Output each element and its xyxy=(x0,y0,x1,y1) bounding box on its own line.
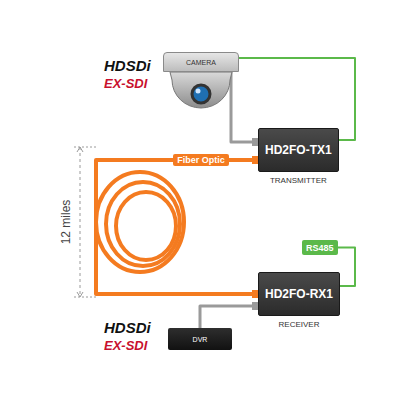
dimension-label: 12 miles xyxy=(59,200,73,245)
rs485-wire xyxy=(338,248,355,287)
camera-lens xyxy=(192,85,210,103)
node-title: HD2FO-TX1 xyxy=(265,143,332,157)
signal-tag: RS485 xyxy=(302,240,338,255)
node-shape: CAMERA xyxy=(163,52,239,72)
node-shape: HD2FO-RX1 xyxy=(258,272,340,316)
node-caption: RECEIVER xyxy=(258,320,340,329)
brand-logo: EX-SDI xyxy=(104,76,147,91)
node-title: CAMERA xyxy=(186,59,216,66)
dimension-line xyxy=(80,147,81,297)
node-title: RS485 xyxy=(306,243,334,253)
dome-shell xyxy=(170,72,232,108)
brand-logo: EX-SDI xyxy=(104,338,147,353)
dimension-arrow xyxy=(77,147,83,152)
dimension-arrow xyxy=(77,292,83,297)
camera-body: CAMERA xyxy=(163,52,239,72)
lens-glint xyxy=(196,89,201,94)
video-cable xyxy=(200,306,258,328)
coil-loop xyxy=(96,172,184,272)
coil-loop xyxy=(116,192,176,260)
dimension-tick xyxy=(74,297,96,298)
coil-loop xyxy=(106,182,180,266)
node-shape: RS485 xyxy=(302,240,338,255)
dimension-tick xyxy=(74,147,96,148)
node-caption: TRANSMITTER xyxy=(258,176,339,185)
fiber-cable xyxy=(96,160,258,294)
cable-label: Fiber Optic xyxy=(173,154,229,166)
video-cable xyxy=(231,72,258,142)
fiber-coil xyxy=(96,172,184,272)
dimension-12-miles xyxy=(74,147,96,297)
node-shape: DVR xyxy=(168,328,232,350)
node-shape: HD2FO-TX1 xyxy=(258,128,339,172)
camera-dome xyxy=(170,72,232,108)
brand-logo: HDSDi xyxy=(104,319,151,336)
node-title: DVR xyxy=(193,336,208,343)
receiver-unit: HD2FO-RX1RECEIVER xyxy=(258,272,340,329)
brand-logo: HDSDi xyxy=(104,57,151,74)
transmitter-unit: HD2FO-TX1TRANSMITTER xyxy=(258,128,339,185)
dvr-box: DVR xyxy=(168,328,232,350)
node-title: HD2FO-RX1 xyxy=(265,287,333,301)
